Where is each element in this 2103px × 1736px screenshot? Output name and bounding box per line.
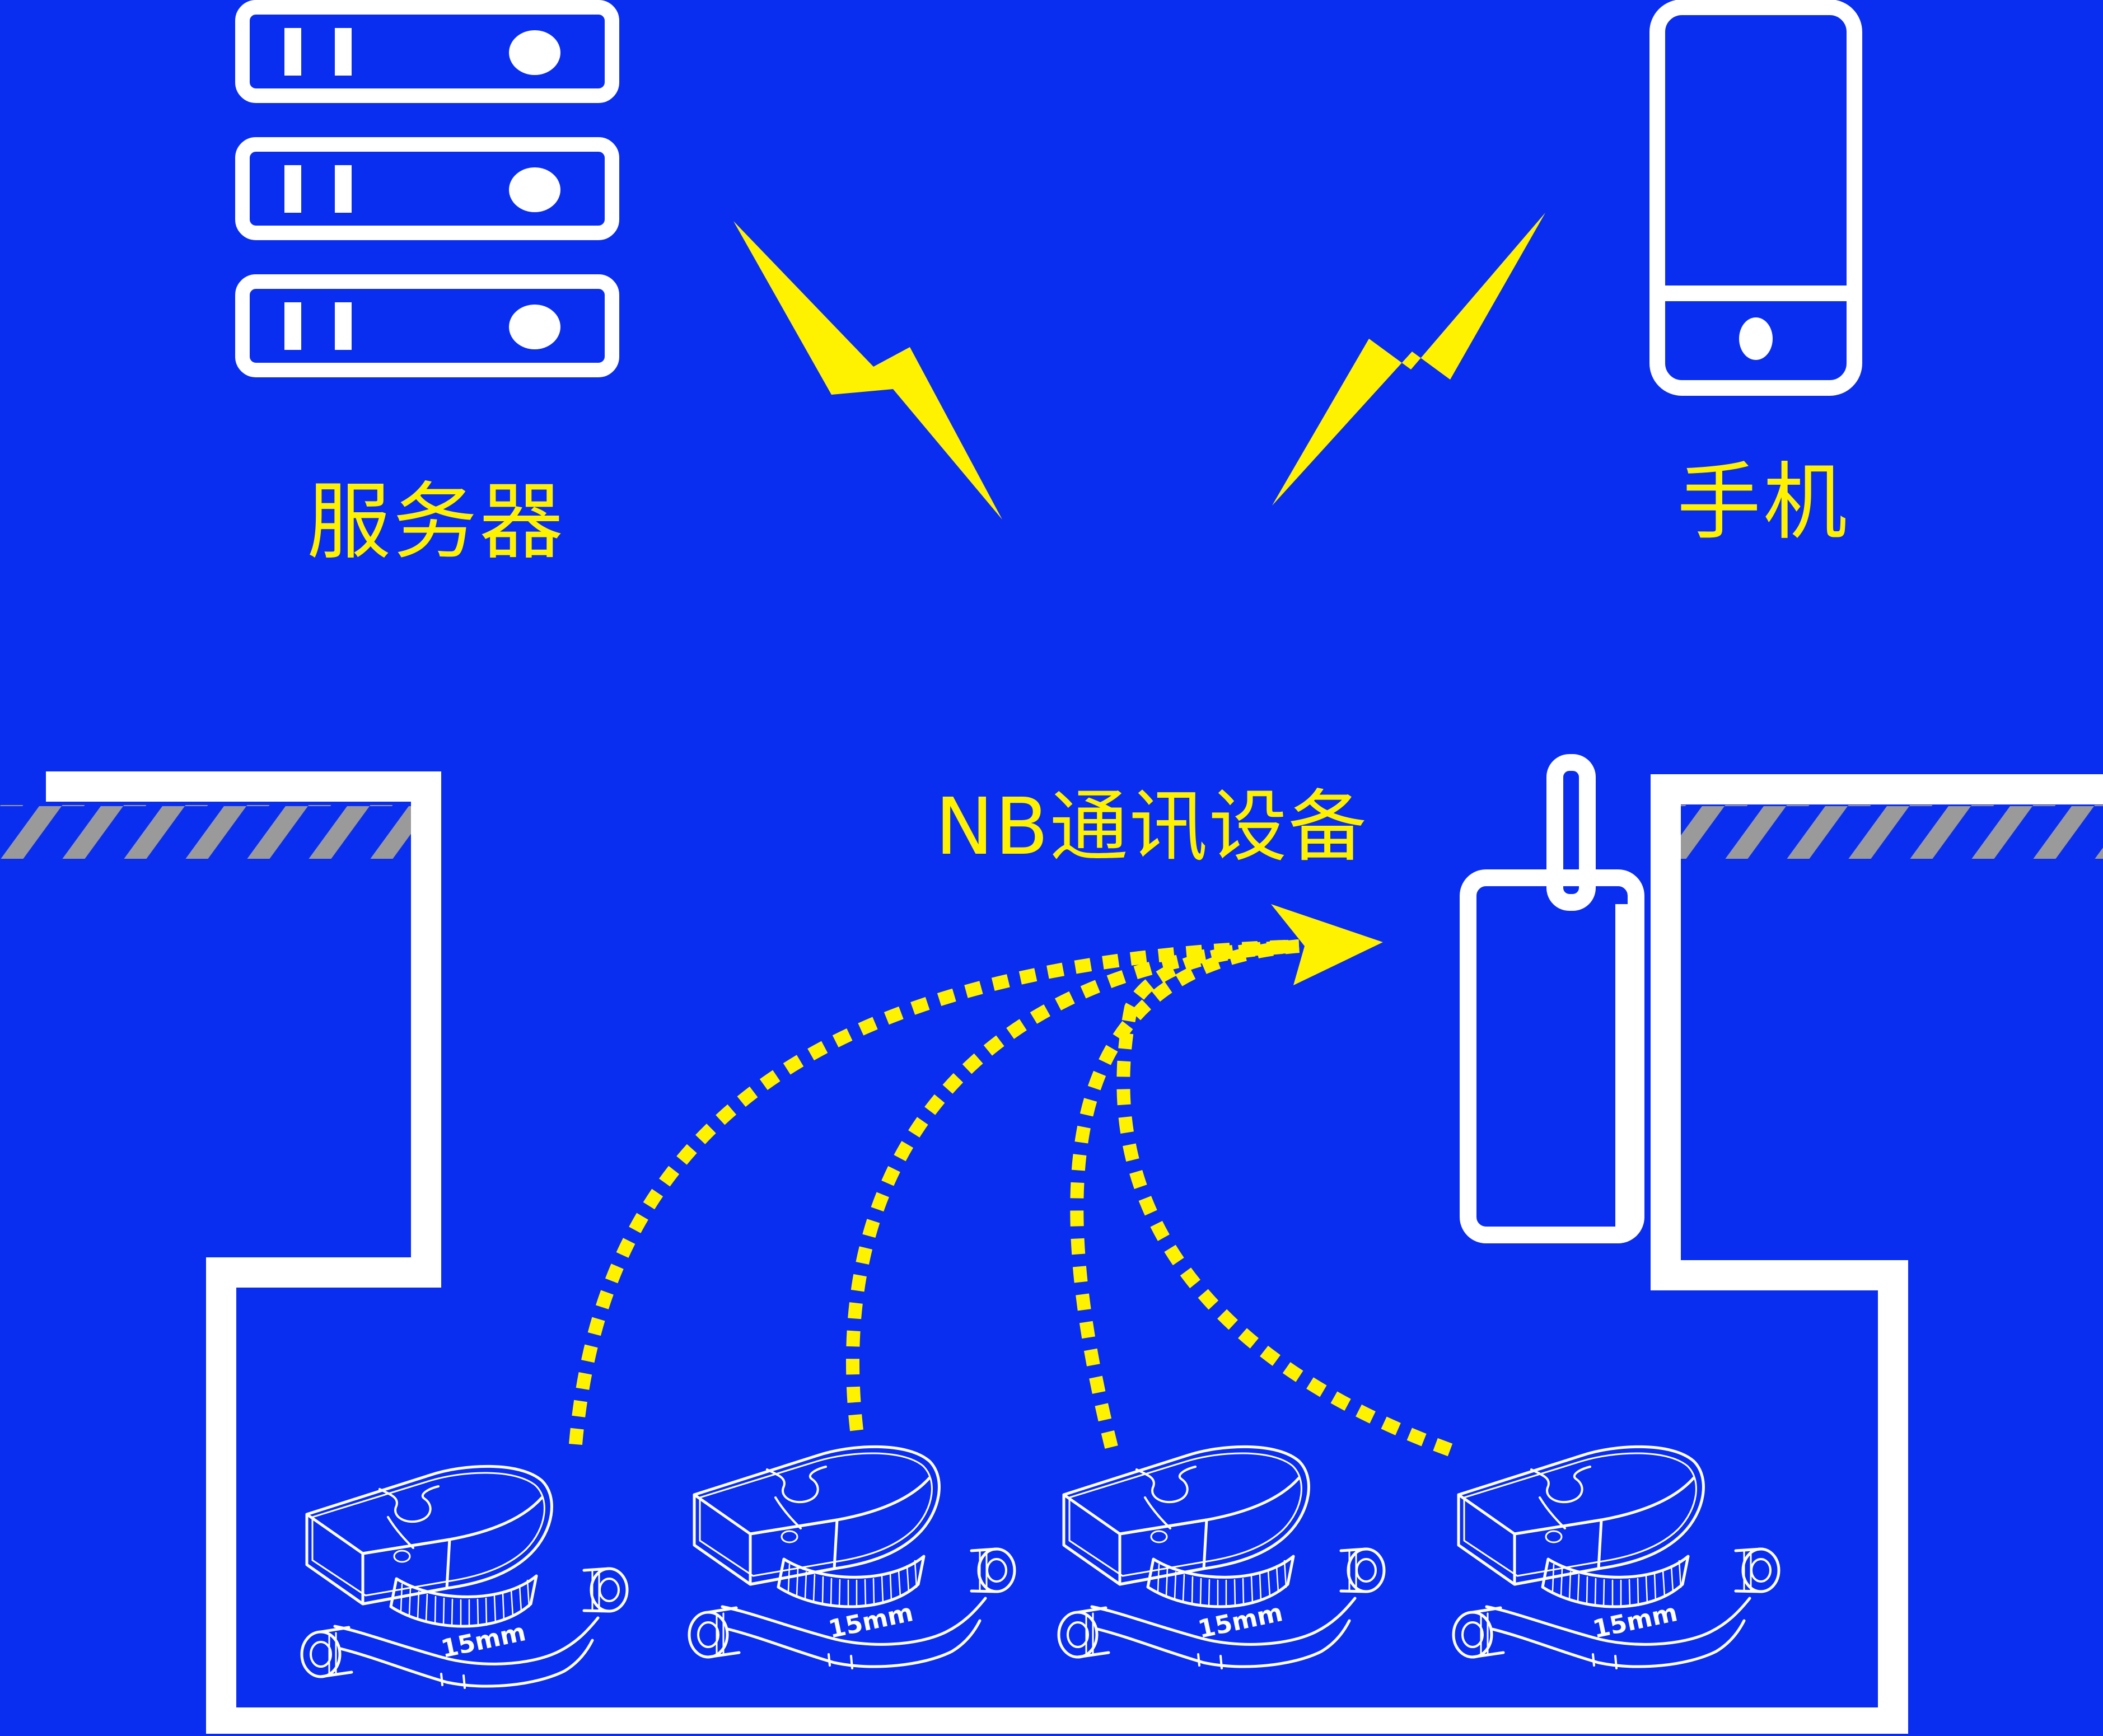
water-meter-icon: 15mm [689,1447,1015,1668]
phone-label: 手机 [1677,454,1850,551]
signal-path-3 [1070,939,1300,1449]
signal-path-1 [569,939,1300,1445]
nb-iot-gateway-icon [1460,754,1644,1243]
left-lightning-signal-icon [733,221,1002,520]
water-meter-icon: 15mm [302,1466,627,1688]
water-meter-icon: 15mm [1454,1447,1779,1668]
smartphone-icon [1649,0,1862,396]
water-meter-icon: 15mm [1059,1447,1384,1668]
signal-arrowhead [1271,904,1383,985]
signal-paths [569,939,1453,1457]
nb-device-label: NB通讯设备 [935,782,1368,873]
server-rack-icon [235,0,619,377]
right-lightning-signal-icon [1272,213,1545,506]
basement-outline [46,771,2103,1734]
server-unit-details [284,28,560,350]
ground-hatch [0,805,2103,859]
signal-path-4 [1116,939,1453,1457]
server-label: 服务器 [307,474,566,571]
signal-path-2 [845,939,1300,1431]
